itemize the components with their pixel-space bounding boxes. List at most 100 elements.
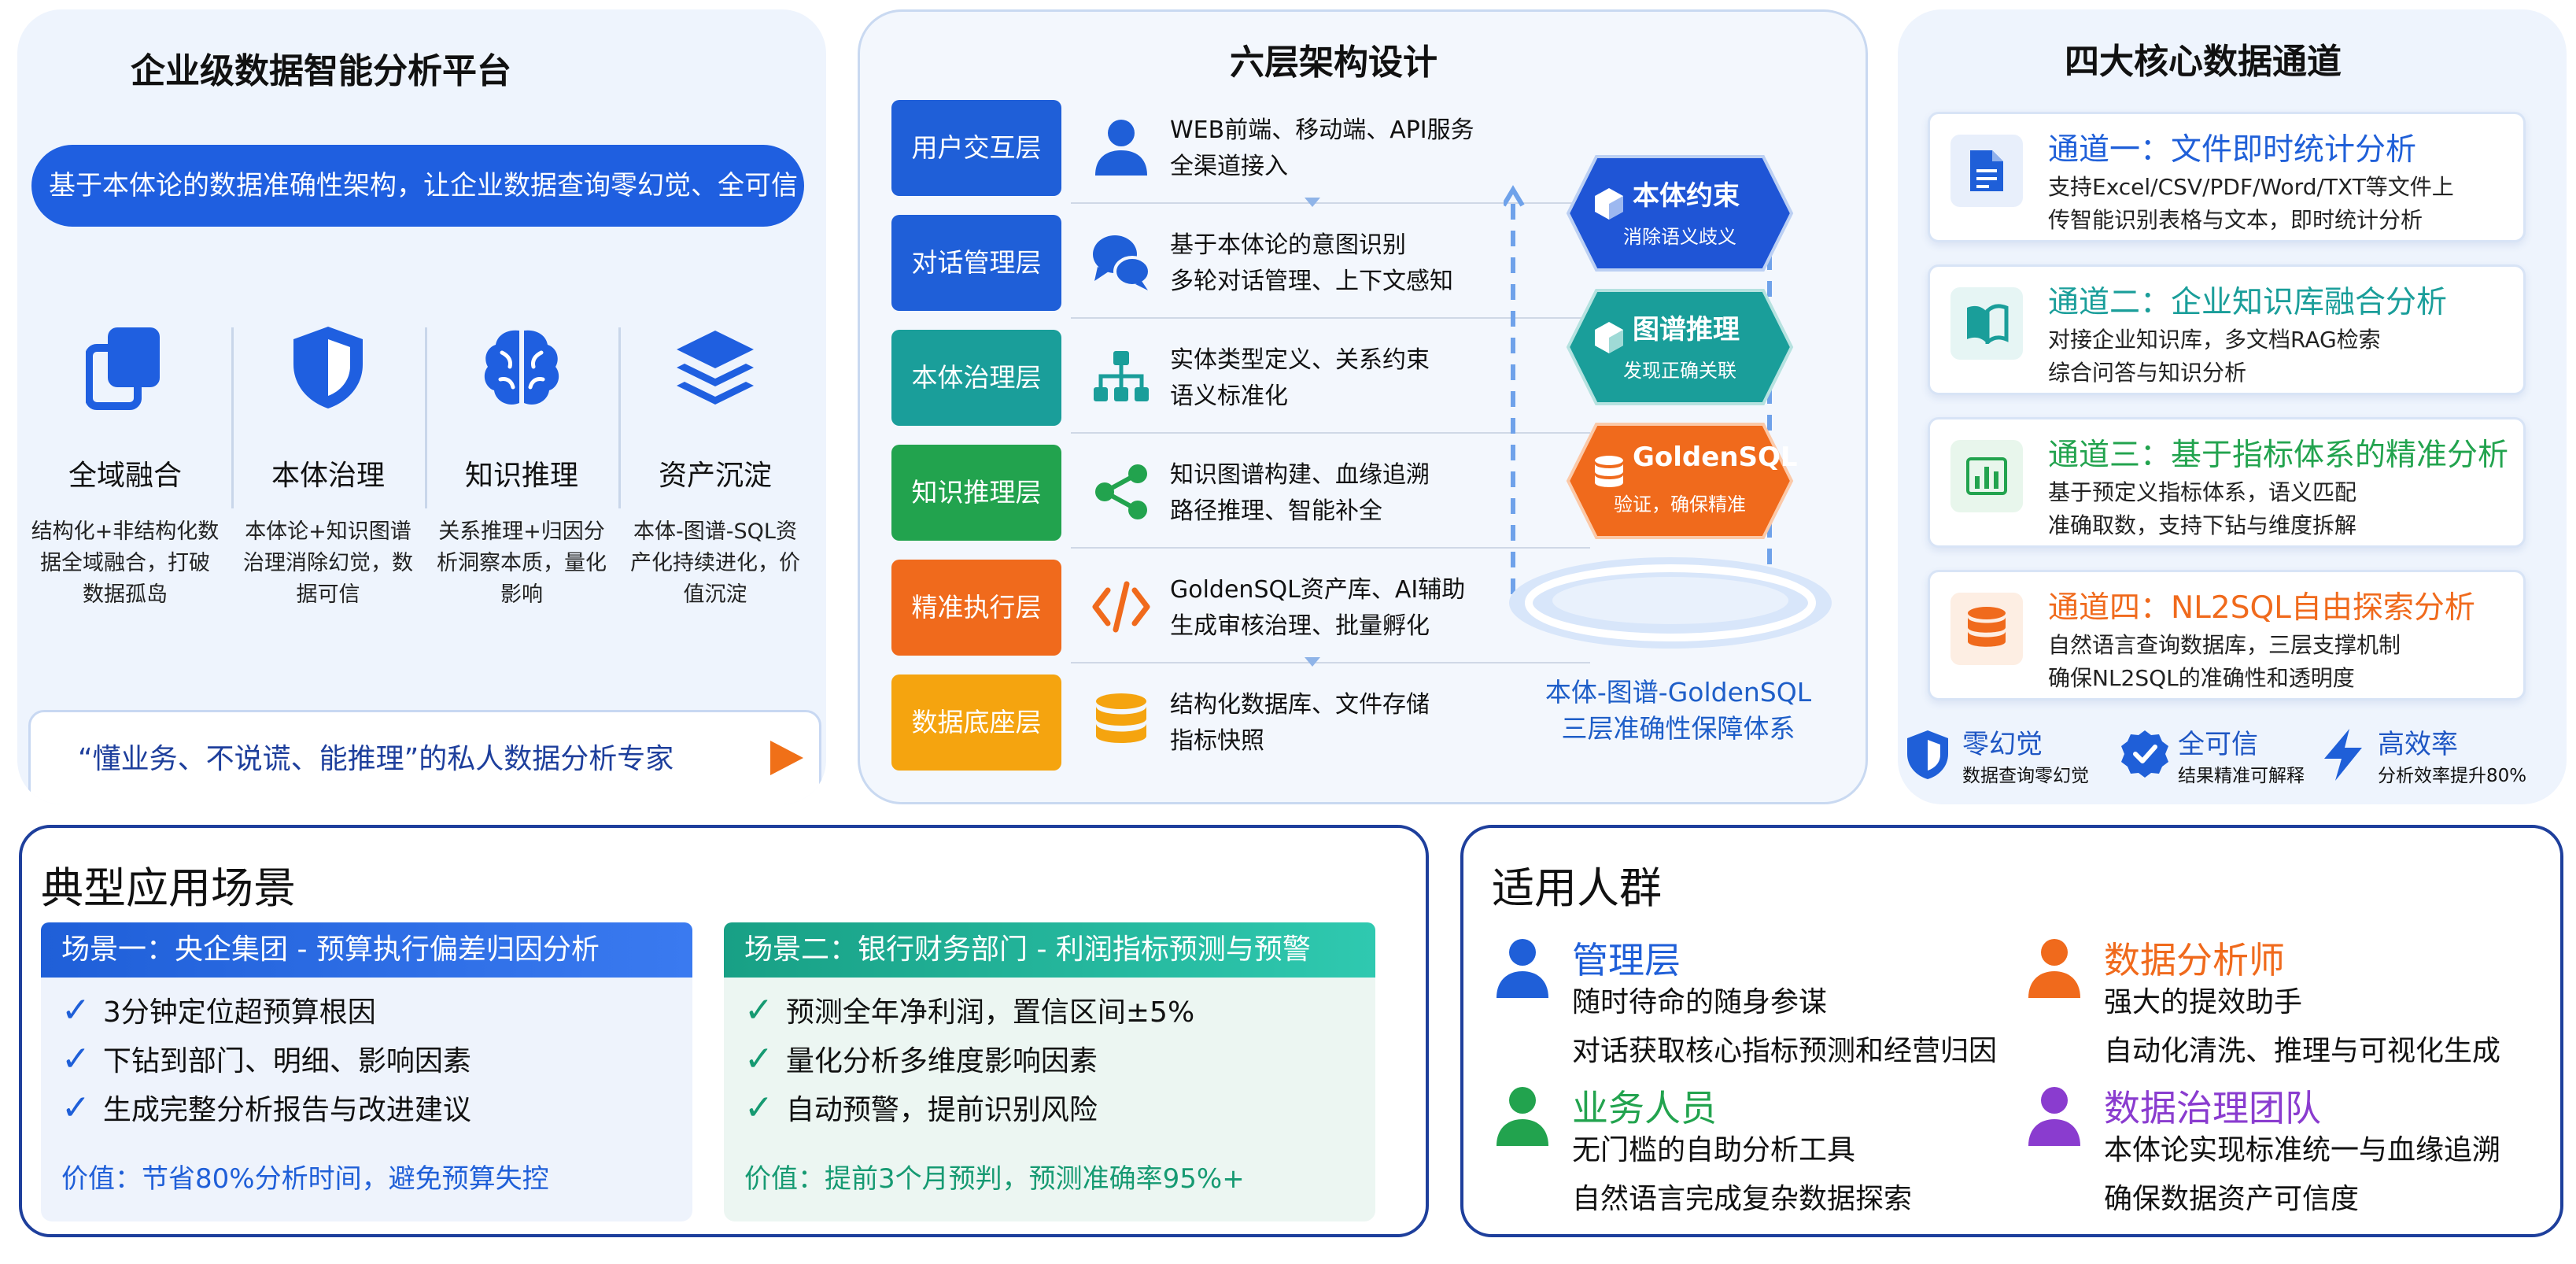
check-icon: ✓ (744, 990, 773, 1030)
book-icon (1950, 287, 2023, 360)
badge-subtitle: 结果精准可解释 (2178, 766, 2305, 786)
scenario-check-item: ✓量化分析多维度影响因素 (744, 1040, 1098, 1081)
feature-desc-line: 值沉淀 (683, 582, 747, 607)
user-icon (2028, 939, 2080, 998)
down-arrow-icon (1305, 657, 1320, 667)
hex-subtitle: 验证，确保精准 (1614, 493, 1746, 516)
hex-subtitle: 发现正确关联 (1623, 360, 1736, 382)
scenario-header: 场景一：央企集团 - 预算执行偏差归因分析 (41, 922, 692, 978)
feature-title: 知识推理 (464, 460, 578, 492)
layer-desc-line: 全渠道接入 (1170, 153, 1288, 180)
hierarchy-icon (1090, 346, 1153, 408)
layer-desc: WEB前端、移动端、API服务 全渠道接入 (1170, 113, 1474, 185)
channel-desc: 基于预定义指标体系，语义匹配 准确取数，支持下钻与维度拆解 (2048, 476, 2356, 542)
layers-icon (618, 309, 812, 427)
user-icon (1497, 1087, 1548, 1146)
layer-separator (1071, 547, 1590, 549)
user-icon (1090, 116, 1153, 179)
feature-desc-line: 产化持续进化，价 (630, 551, 800, 575)
check-icon: ✓ (61, 990, 90, 1030)
architecture-title: 六层架构设计 (1230, 43, 1437, 83)
feature-reasoning: 知识推理 关系推理+归因分 析洞察本质，量化 影响 (425, 309, 618, 611)
feature-desc-line: 关系推理+归因分 (438, 519, 605, 544)
audience-line: 本体论实现标准统一与血缘追溯 (2104, 1134, 2501, 1166)
scenario-check-item: ✓3分钟定位超预算根因 (61, 992, 376, 1032)
feature-desc-line: 析洞察本质，量化 (437, 551, 607, 575)
feature-divider (231, 327, 234, 508)
check-badge-icon (2121, 730, 2168, 778)
down-arrow-icon (1305, 198, 1320, 207)
feature-desc: 关系推理+归因分 析洞察本质，量化 影响 (425, 516, 618, 611)
feature-title: 全域融合 (68, 460, 182, 492)
channel-desc-line: 对接企业知识库，多文档RAG检索 (2048, 327, 2381, 353)
check-text: 下钻到部门、明细、影响因素 (102, 1045, 471, 1077)
channel-title: 通道三：基于指标体系的精准分析 (2048, 438, 2509, 473)
audience-line: 随时待命的随身参谋 (1572, 986, 1828, 1018)
channel-metric-analysis[interactable]: 通道三：基于指标体系的精准分析 基于预定义指标体系，语义匹配 准确取数，支持下钻… (1928, 417, 2526, 548)
lightning-icon (2324, 729, 2362, 781)
audience-line: 确保数据资产可信度 (2104, 1183, 2360, 1215)
audience-line: 对话获取核心指标预测和经营归因 (1572, 1035, 1998, 1067)
check-icon: ✓ (61, 1088, 90, 1128)
badge-subtitle: 分析效率提升80% (2378, 766, 2527, 786)
database-icon (1090, 690, 1153, 753)
audience-line: 强大的提效助手 (2104, 986, 2303, 1018)
layer-desc-line: 生成审核治理、批量孵化 (1170, 612, 1430, 640)
feature-title: 资产沉淀 (658, 460, 772, 492)
user-icon (1497, 939, 1548, 998)
architecture-panel: 六层架构设计 用户交互层 WEB前端、移动端、API服务 全渠道接入 对话管理层… (858, 9, 1868, 804)
layer-separator (1071, 662, 1590, 663)
shield-icon (1907, 730, 1948, 779)
bar-chart-icon (1950, 440, 2023, 512)
layer-dialog-management: 对话管理层 (891, 215, 1061, 311)
channel-desc-line: 准确取数，支持下钻与维度拆解 (2048, 512, 2357, 538)
check-text: 生成完整分析报告与改进建议 (102, 1094, 471, 1126)
feature-ontology: 本体治理 本体论+知识图谱 治理消除幻觉，数 据可信 (231, 309, 425, 611)
layer-desc: GoldenSQL资产库、AI辅助 生成审核治理、批量孵化 (1170, 572, 1465, 645)
channel-desc-line: 综合问答与知识分析 (2048, 360, 2247, 386)
scenario-value: 价值：提前3个月预判，预测准确率95%+ (744, 1163, 1245, 1195)
channel-file-analysis[interactable]: 通道一：文件即时统计分析 支持Excel/CSV/PDF/Word/TXT等文件… (1928, 112, 2526, 242)
scenario-check-item: ✓ 生成完整分析报告与改进建议 (61, 1089, 471, 1129)
badge-title: 全可信 (2178, 729, 2258, 760)
badge-title: 零幻觉 (1962, 729, 2043, 760)
scenario-check-item: ✓下钻到部门、明细、影响因素 (61, 1040, 471, 1081)
channel-desc-line: 传智能识别表格与文本，即时统计分析 (2048, 207, 2423, 233)
document-icon (1950, 135, 2023, 207)
layer-ontology-governance: 本体治理层 (891, 330, 1061, 426)
badge-subtitle: 数据查询零幻觉 (1962, 766, 2089, 786)
scenarios-title: 典型应用场景 (41, 863, 296, 913)
play-icon[interactable] (770, 741, 803, 775)
feature-divider (618, 327, 621, 508)
check-icon: ✓ (744, 1088, 773, 1128)
code-icon (1090, 575, 1153, 638)
channel-nl2sql[interactable]: 通道四：NL2SQL自由探索分析 自然语言查询数据库，三层支撑机制 确保NL2S… (1928, 570, 2526, 700)
channel-desc: 对接企业知识库，多文档RAG检索 综合问答与知识分析 (2048, 323, 2381, 390)
channels-title: 四大核心数据通道 (2065, 42, 2342, 82)
scenario-header: 场景二：银行财务部门 - 利润指标预测与预警 (724, 922, 1375, 978)
scenario-value: 价值：节省80%分析时间，避免预算失控 (61, 1163, 549, 1195)
layer-desc-line: GoldenSQL资产库、AI辅助 (1170, 576, 1466, 604)
check-text: 预测全年净利润，置信区间±5% (785, 996, 1195, 1029)
channel-title: 通道二：企业知识库融合分析 (2048, 285, 2448, 320)
caption-line: 本体-图谱-GoldenSQL (1544, 677, 1812, 708)
channel-knowledge-base[interactable]: 通道二：企业知识库融合分析 对接企业知识库，多文档RAG检索 综合问答与知识分析 (1928, 264, 2526, 395)
hex-graph-reasoning: 图谱推理 发现正确关联 (1565, 287, 1795, 407)
layer-desc-line: 语义标准化 (1170, 383, 1288, 410)
copy-icon (28, 309, 222, 427)
layer-desc: 基于本体论的意图识别 多轮对话管理、上下文感知 (1170, 227, 1453, 300)
audience-line: 自动化清洗、推理与可视化生成 (2104, 1035, 2501, 1067)
layer-desc-line: 多轮对话管理、上下文感知 (1170, 268, 1453, 295)
quote-text: “懂业务、不说谎、能推理”的私人数据分析专家 (78, 743, 674, 775)
scenario-card-1: 场景一：央企集团 - 预算执行偏差归因分析 ✓3分钟定位超预算根因 ✓下钻到部门… (41, 922, 692, 1221)
layer-desc-line: 指标快照 (1170, 727, 1264, 755)
layer-desc-line: 路径推理、智能补全 (1170, 497, 1382, 525)
channel-desc-line: 自然语言查询数据库，三层支撑机制 (2048, 632, 2401, 658)
scenario-check-item: ✓ 预测全年净利润，置信区间±5% (744, 992, 1194, 1032)
layer-desc: 实体类型定义、关系约束 语义标准化 (1170, 342, 1430, 415)
audience-role: 管理层 (1572, 939, 1681, 981)
channel-desc-line: 基于预定义指标体系，语义匹配 (2048, 479, 2357, 505)
hex-subtitle: 消除语义歧义 (1623, 226, 1736, 248)
badge-title: 高效率 (2378, 729, 2458, 760)
audience-line: 无门槛的自助分析工具 (1572, 1134, 1856, 1166)
